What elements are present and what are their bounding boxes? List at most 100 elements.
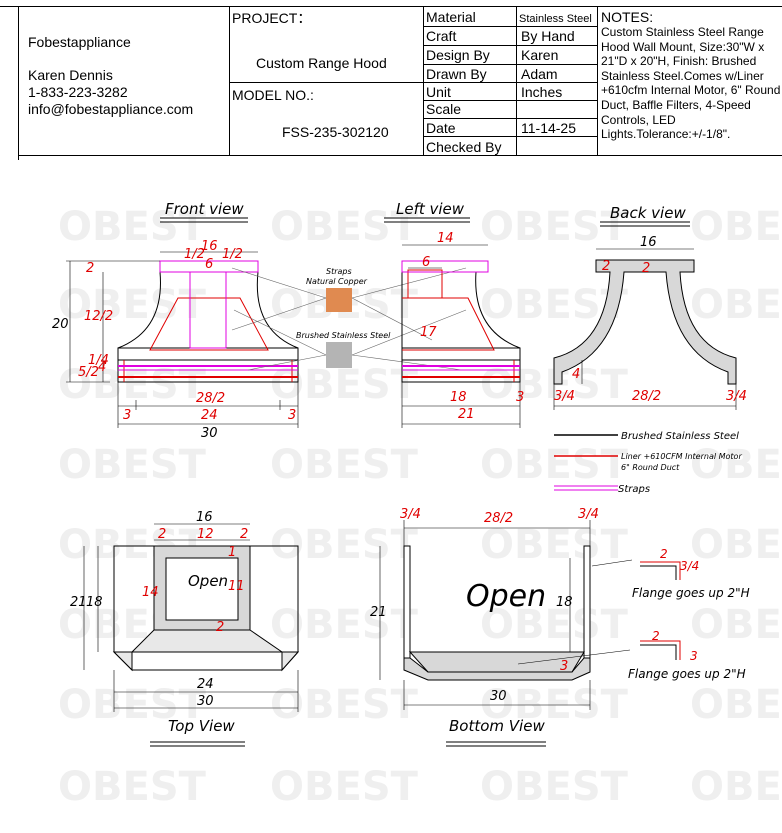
svg-text:2: 2 [240,527,248,542]
front-view: 16 1/2 6 1/2 2 12/2 20 5/2 4 1/4 28/2 3 … [52,239,299,441]
spec-label-unit: Unit [426,84,451,100]
svg-text:2: 2 [642,261,650,276]
svg-text:30: 30 [490,689,507,704]
svg-text:12: 12 [197,527,214,542]
watermark-text: OBEST [58,204,207,250]
spec-value-material: Stainless Steel [519,13,592,25]
copper-swatch [326,288,352,312]
spec-label-material: Material [426,9,476,25]
view-titles: Front view Left view Back view Top View … [150,200,690,747]
svg-text:24: 24 [201,408,218,423]
project-label: PROJECT： [232,10,312,26]
svg-text:21: 21 [458,407,475,422]
watermark: OBEST OBEST OBEST OBEST OBEST OBEST OBES… [58,204,782,810]
svg-text:5/2: 5/2 [78,365,99,380]
svg-text:OBEST: OBEST [270,682,419,728]
svg-text:16: 16 [640,235,657,250]
svg-text:OBEST: OBEST [690,602,782,648]
bottom-open-label: Open [466,579,546,614]
svg-text:OBEST: OBEST [480,764,629,810]
contact-name: Karen Dennis [28,67,113,83]
svg-text:3: 3 [690,649,698,663]
top-view: 16 2 12 2 1 Open 11 14 2 21 18 24 30 [70,510,300,712]
spec-label-drawn: Drawn By [426,66,487,82]
svg-text:11: 11 [228,579,245,594]
svg-text:14: 14 [437,231,454,246]
top-view-title: Top View [168,717,235,735]
model-value: FSS-235-302120 [282,124,389,140]
svg-text:OBEST: OBEST [270,764,419,810]
svg-text:18: 18 [450,390,467,405]
svg-text:OBEST: OBEST [480,442,629,488]
spec-value-date: 11-14-25 [521,120,577,136]
svg-text:4: 4 [98,360,106,375]
svg-text:12/2: 12/2 [84,309,113,324]
svg-text:OBEST: OBEST [690,282,782,328]
bottom-view: 3/4 28/2 3/4 Open 21 18 3 30 2 3/4 Flang… [370,507,750,710]
notes-text: Custom Stainless Steel Range Hood Wall M… [601,25,781,142]
svg-text:3: 3 [560,659,568,674]
spec-label-scale: Scale [426,101,462,117]
steel-swatch [326,342,352,368]
svg-text:21: 21 [370,605,387,620]
brushed-label: Brushed Stainless Steel [296,331,391,340]
svg-text:30: 30 [197,694,214,709]
legend-straps: Straps [618,484,650,495]
svg-text:6: 6 [422,255,430,270]
svg-text:3/4: 3/4 [400,507,421,522]
spec-label-design: Design By [426,47,490,63]
left-view-title: Left view [396,200,465,218]
flange-note-1: Flange goes up 2"H [632,586,750,600]
legend-liner: Liner +610CFM Internal Motor [621,452,742,461]
svg-text:2: 2 [602,259,610,274]
svg-text:14: 14 [142,585,159,600]
svg-text:2: 2 [158,527,166,542]
title-block-grid [0,6,782,160]
svg-text:24: 24 [197,677,214,692]
svg-text:3/4: 3/4 [726,389,747,404]
svg-text:OBEST: OBEST [480,522,629,568]
front-view-title: Front view [165,200,244,218]
svg-text:16: 16 [196,510,213,525]
back-view-title: Back view [610,204,686,222]
svg-text:18: 18 [86,595,103,610]
svg-text:6" Round Duct: 6" Round Duct [621,463,680,472]
company-name: Fobestappliance [28,34,131,50]
contact-phone: 1-833-223-3282 [28,84,128,100]
material-callouts: Straps Natural Copper Brushed Stainless … [231,267,467,371]
svg-text:28/2: 28/2 [484,511,513,526]
svg-text:OBEST: OBEST [480,204,629,250]
svg-text:18: 18 [556,595,573,610]
svg-text:OBEST: OBEST [58,442,207,488]
svg-text:3: 3 [123,408,131,423]
bottom-view-title: Bottom View [449,717,545,735]
svg-text:OBEST: OBEST [690,764,782,810]
svg-text:OBEST: OBEST [58,682,207,728]
spec-label-checked: Checked By [426,139,502,155]
spec-label-craft: Craft [426,28,457,44]
svg-text:3/4: 3/4 [578,507,599,522]
spec-value-unit: Inches [521,84,563,100]
svg-text:2: 2 [216,620,224,635]
svg-text:OBEST: OBEST [270,204,419,250]
svg-text:2: 2 [86,261,94,276]
svg-text:30: 30 [201,426,218,441]
svg-text:3: 3 [288,408,296,423]
spec-value-design: Karen [521,47,559,63]
svg-text:1/2: 1/2 [222,247,243,262]
svg-text:17: 17 [420,325,437,340]
svg-text:OBEST: OBEST [58,282,207,328]
svg-text:OBEST: OBEST [270,602,419,648]
svg-text:21: 21 [70,595,87,610]
svg-text:OBEST: OBEST [690,204,782,250]
svg-text:3: 3 [516,390,524,405]
svg-text:20: 20 [52,317,69,332]
svg-text:2: 2 [660,547,668,561]
left-view: 14 6 17 18 3 21 [401,231,524,428]
svg-text:3/4: 3/4 [680,559,699,573]
svg-text:1: 1 [228,545,236,560]
svg-text:3/4: 3/4 [554,389,575,404]
svg-text:2: 2 [652,629,660,643]
notes-label: NOTES: [601,9,654,25]
